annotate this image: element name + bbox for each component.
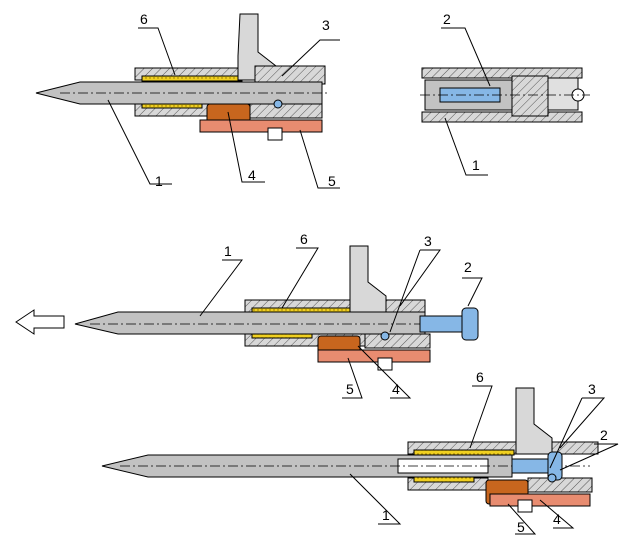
seal-part-5 — [199, 119, 323, 133]
lower-sleeve — [249, 103, 323, 119]
lower-sleeve — [364, 333, 431, 349]
seal-part-5 — [317, 349, 431, 363]
insert-part-6-upper — [141, 75, 243, 82]
view-1 — [35, 13, 330, 141]
callout-3-view1: 3 — [322, 17, 330, 33]
callout-6-view3: 6 — [300, 231, 308, 247]
callout-6-view1: 6 — [140, 11, 148, 27]
view-3 — [15, 245, 480, 371]
bolt-part-2 — [511, 458, 553, 474]
seal-notch — [517, 499, 533, 513]
callout-4-view4: 4 — [553, 511, 561, 527]
callout-5-view1: 5 — [328, 173, 336, 189]
detail-housing-lower — [421, 111, 583, 123]
lower-sleeve — [527, 477, 593, 493]
callout-5-view4: 5 — [517, 519, 525, 535]
insert-part-6-lower — [413, 476, 475, 483]
leader-lines — [107, 27, 619, 535]
insert-part-6-upper — [413, 449, 515, 456]
view-4 — [101, 387, 599, 513]
callout-5-view3: 5 — [346, 381, 354, 397]
callout-2-view2: 2 — [443, 11, 451, 27]
callout-3-view4: 3 — [588, 381, 596, 397]
rod-part-1 — [74, 311, 426, 335]
detail-housing-upper — [421, 67, 583, 79]
callout-6-view4: 6 — [476, 369, 484, 385]
bolt-head — [461, 307, 479, 341]
seal-notch — [267, 127, 283, 141]
callout-1-view1: 1 — [155, 173, 163, 189]
callout-4-view3: 4 — [392, 381, 400, 397]
callout-1-view2: 1 — [472, 157, 480, 173]
callout-4-view1: 4 — [248, 167, 256, 183]
callout-1-view3: 1 — [224, 243, 232, 259]
direction-arrow — [15, 309, 65, 335]
callout-2-view3: 2 — [464, 259, 472, 275]
callout-1-view4: 1 — [382, 507, 390, 523]
detail-plug — [511, 75, 549, 117]
callout-2-view4: 2 — [600, 427, 608, 443]
flange — [349, 245, 387, 313]
seal-notch — [377, 357, 393, 371]
callouts: 6 3 1 4 5 2 1 1 6 3 2 5 4 6 3 2 1 5 4 — [140, 11, 608, 535]
flange — [515, 387, 553, 455]
view-2 — [420, 67, 590, 123]
callout-3-view3: 3 — [424, 233, 432, 249]
